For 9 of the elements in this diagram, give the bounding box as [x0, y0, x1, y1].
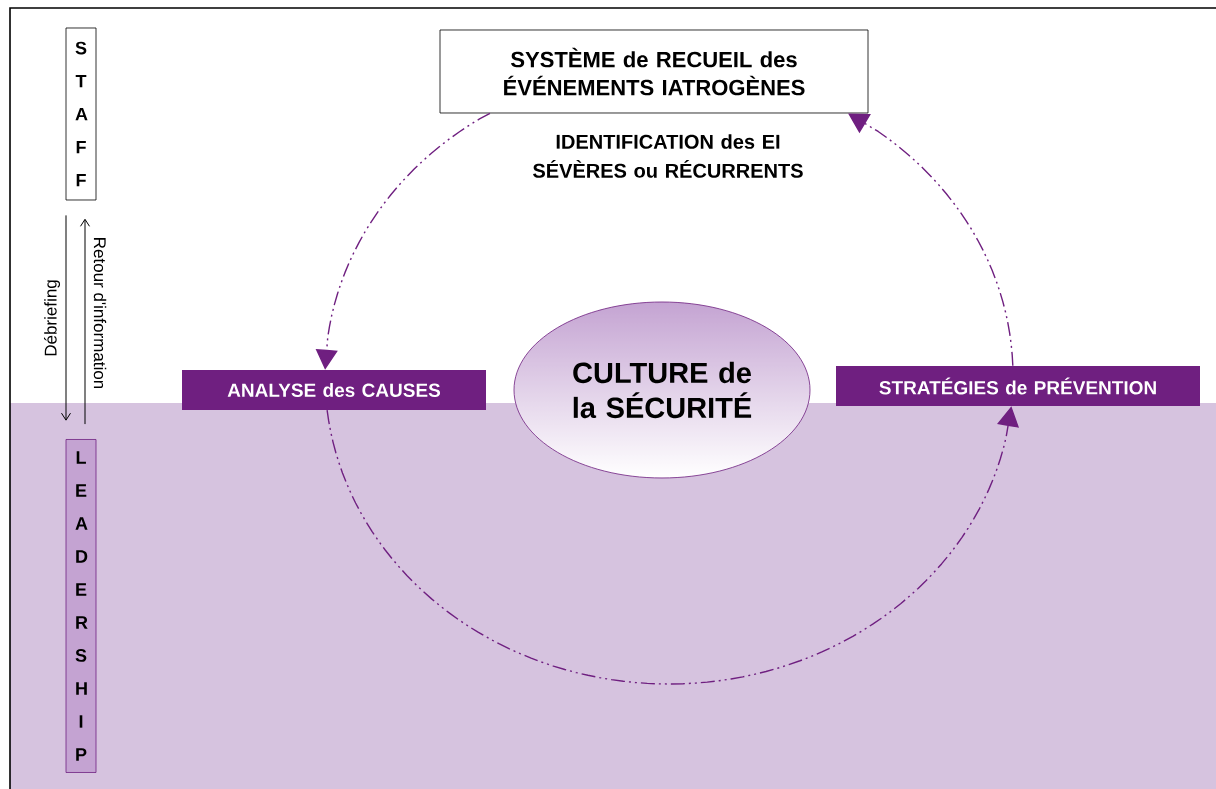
vertical-letter-box: L E A D E R S H I P: [65, 439, 97, 773]
edge-label: Débriefing: [44, 280, 61, 356]
arrow: [80, 218, 90, 425]
note-text: IDENTIFICATION des EI SÉVÈRES ou RÉCURRENTS: [533, 134, 803, 178]
vertical-letter-box: S T A F F: [65, 27, 97, 201]
arrow: [61, 214, 71, 421]
cycle-arrow: [848, 113, 1014, 367]
edge-label: Retour d'information: [93, 238, 107, 389]
process-box: SYSTÈME de RECUEIL des ÉVÉNEMENTS IATROGÈNES: [439, 29, 869, 114]
